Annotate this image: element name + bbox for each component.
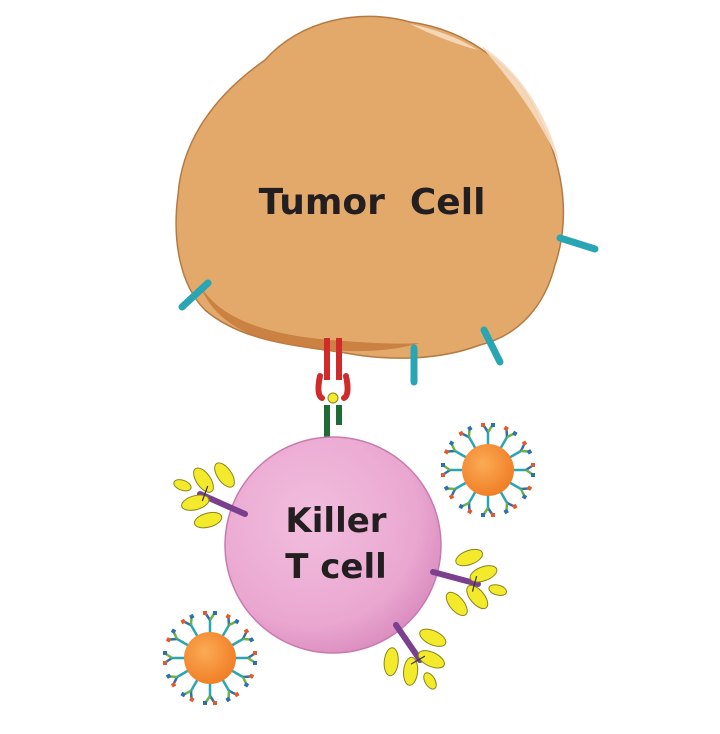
killer-label-line1: Killer	[285, 501, 386, 541]
antibody-conjugates	[160, 446, 517, 709]
killer-t-cell: Killer T cell	[224, 436, 442, 654]
tumor-cell-highlight-top	[410, 24, 478, 50]
linker	[430, 569, 481, 587]
linker	[393, 622, 423, 663]
tumor-receptor	[315, 338, 351, 401]
tumor-cell-label: Tumor Cell	[259, 182, 486, 223]
tumor-cell-shadow	[200, 285, 420, 352]
nanoparticle-core	[462, 444, 514, 496]
killer-label-line2: T cell	[285, 547, 387, 587]
killer-t-cell-body	[224, 436, 442, 654]
tumor-cell: Tumor Cell	[175, 15, 565, 359]
tumor-antigen	[556, 234, 599, 253]
nanoparticle	[439, 421, 537, 519]
tumor-cell-body	[175, 15, 565, 359]
tumor-antigen	[480, 326, 504, 366]
nanoparticle-core	[184, 632, 236, 684]
nanoparticle	[161, 609, 259, 707]
tumor-antigens	[178, 234, 599, 386]
tumor-antigen	[178, 279, 212, 311]
